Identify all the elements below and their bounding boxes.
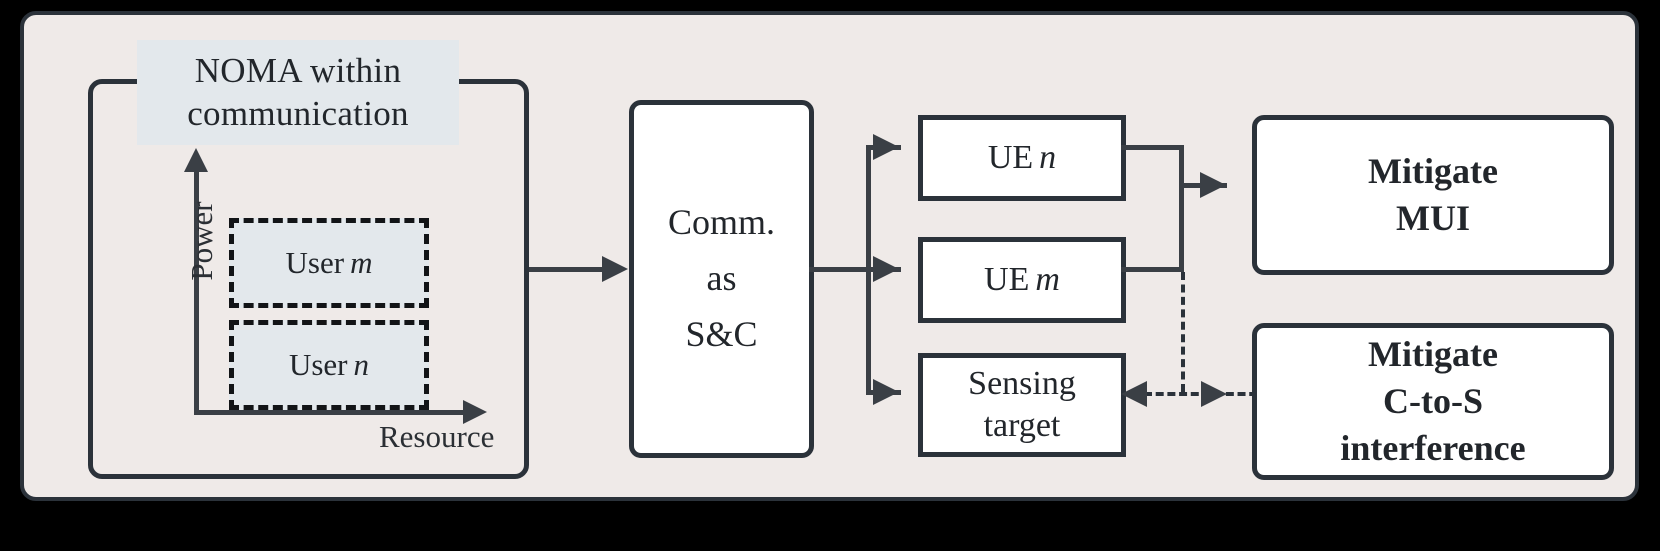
arrow-to-ue-n-icon bbox=[873, 134, 899, 160]
mitigate-cts-box: Mitigate C-to-S interference bbox=[1252, 323, 1614, 480]
power-axis-arrow-icon bbox=[184, 148, 208, 172]
noma-title-line-1: NOMA within bbox=[194, 50, 402, 90]
resource-axis-label: Resource bbox=[379, 419, 495, 454]
connector-comm-out bbox=[809, 267, 871, 272]
comm-line-1: Comm. bbox=[667, 202, 775, 243]
connector-ue-m-out bbox=[1121, 267, 1184, 272]
ue-m-label: UE bbox=[984, 260, 1030, 298]
user-n-symbol: n bbox=[353, 347, 370, 382]
ue-m-symbol: m bbox=[1035, 260, 1060, 298]
user-m-label: User bbox=[285, 245, 345, 280]
sensing-line-1: Sensing bbox=[968, 364, 1076, 402]
mitigate-mui-line-1: Mitigate bbox=[1368, 151, 1498, 192]
ue-n-label: UE bbox=[987, 138, 1034, 176]
power-axis-label: Power bbox=[184, 201, 219, 281]
connector-ue-merge-trunk bbox=[1179, 145, 1184, 272]
mitigate-cts-line-1: Mitigate bbox=[1368, 334, 1498, 375]
comm-line-3: S&C bbox=[685, 313, 758, 354]
comm-line-2: as bbox=[706, 258, 737, 299]
mitigate-cts-line-2: C-to-S bbox=[1383, 381, 1483, 422]
arrow-to-ue-m-icon bbox=[873, 256, 899, 282]
dashed-connector-vertical bbox=[1181, 272, 1185, 392]
mitigate-mui-line-2: MUI bbox=[1396, 198, 1470, 238]
noma-title-line-2: communication bbox=[187, 93, 409, 133]
ue-n-symbol: n bbox=[1039, 138, 1057, 176]
mitigate-mui-box: Mitigate MUI bbox=[1252, 115, 1614, 275]
resource-axis-arrow-icon bbox=[463, 400, 487, 424]
sensing-line-2: target bbox=[983, 407, 1061, 444]
arrow-to-sensing-icon bbox=[873, 379, 899, 405]
arrow-to-mitigate-cts-icon bbox=[1201, 381, 1227, 407]
mitigate-cts-line-3: interference bbox=[1340, 427, 1526, 468]
diagram-panel: Power Resource User m User n NOMA within… bbox=[20, 11, 1639, 501]
arrow-to-mitigate-mui-icon bbox=[1200, 172, 1226, 198]
user-m-symbol: m bbox=[350, 245, 373, 280]
user-n-label: User bbox=[288, 347, 348, 382]
arrow-to-sensing-target-dashed-icon bbox=[1121, 381, 1147, 407]
user-m-slot: User m bbox=[229, 218, 429, 308]
power-axis-line bbox=[194, 167, 199, 415]
comm-as-sac-box: Comm. as S&C bbox=[629, 100, 814, 458]
connector-noma-to-comm bbox=[529, 267, 603, 272]
connector-ue-n-out bbox=[1121, 145, 1184, 150]
noma-title-banner: NOMA within communication bbox=[137, 40, 459, 145]
arrow-noma-to-comm-icon bbox=[602, 256, 628, 282]
resource-axis-line bbox=[194, 410, 466, 415]
sensing-target-box: Sensing target bbox=[918, 353, 1126, 457]
user-n-slot: User n bbox=[229, 320, 429, 410]
